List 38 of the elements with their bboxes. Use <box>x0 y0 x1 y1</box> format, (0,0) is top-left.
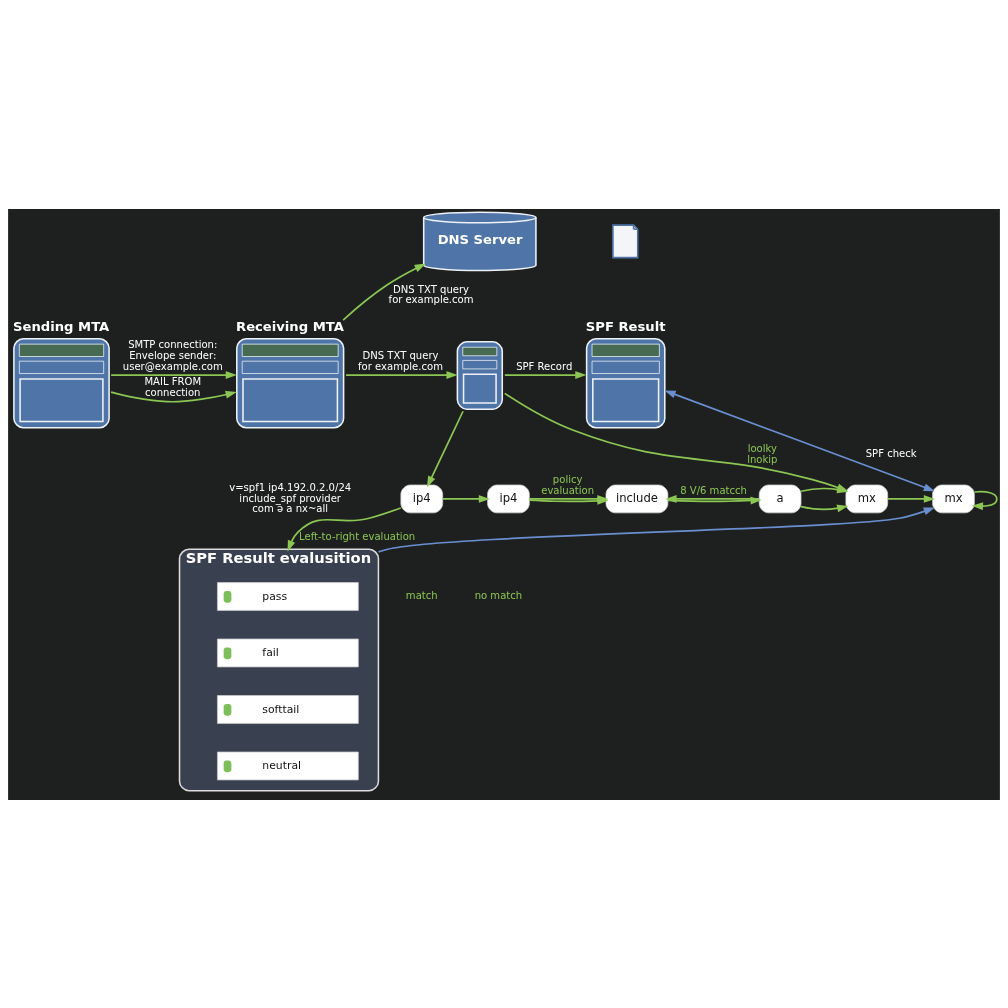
node-label: Receiving MTA <box>236 318 344 334</box>
edge-label: SPF check <box>865 447 917 459</box>
edge-label: MAIL FROM connection <box>144 375 202 398</box>
arrow <box>426 409 464 487</box>
node-box: ip4 <box>487 484 530 513</box>
arrow <box>110 370 237 379</box>
node-box: fail <box>217 638 359 667</box>
edge-label: Left-to-right evaluation <box>299 530 416 542</box>
node-label: SPF Result <box>585 318 666 334</box>
node-box: neutral <box>217 751 359 780</box>
node-box: pass <box>217 581 359 611</box>
node-box: mx <box>932 484 975 513</box>
arrow <box>971 490 998 510</box>
edge-label: DNS TXT query for example.com <box>358 349 443 372</box>
label: match <box>405 589 438 601</box>
node-box: a <box>758 484 802 513</box>
edge-label: 8 V/6 matcch <box>680 484 747 496</box>
edge-label: loolky lnokip <box>747 442 778 465</box>
node-box: softtail <box>217 694 359 724</box>
arrow <box>441 494 490 503</box>
edge-label: policy evaluation <box>541 473 595 496</box>
edge-label: SMTP connection: Envelope sender: user@example.com <box>122 338 223 372</box>
arrow <box>377 507 935 553</box>
edge-label: DNS TXT query for example.com <box>388 283 474 305</box>
node-box: mx <box>845 484 889 513</box>
edge-label: SPF Record <box>516 360 573 372</box>
label: no match <box>474 589 523 601</box>
arrow <box>342 263 426 321</box>
node-box: include <box>605 484 669 513</box>
arrow <box>110 390 237 403</box>
arrow <box>800 504 849 512</box>
node-label: Sending MTA <box>13 318 110 334</box>
label: v=spf1 ip4.192.0.2.0/24 include_spf provider com ə a nx~all <box>229 481 352 514</box>
arrow <box>886 494 935 503</box>
node-box: ip4 <box>400 484 444 513</box>
arrow <box>287 506 402 552</box>
arrow <box>345 370 458 379</box>
arrow <box>503 370 587 379</box>
